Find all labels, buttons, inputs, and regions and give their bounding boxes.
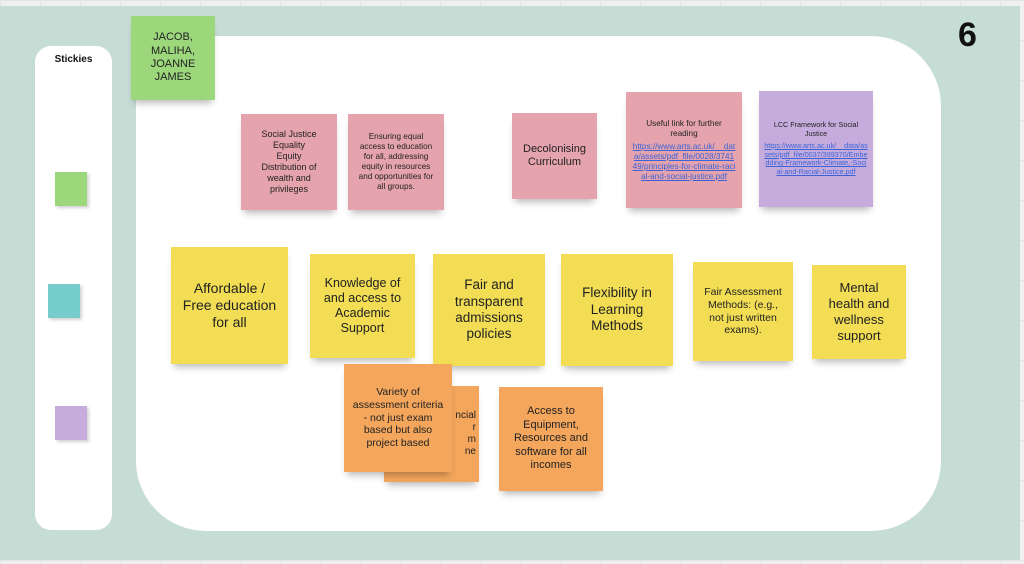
sticky-note-variety[interactable]: Variety of assessment criteria - not jus… [344, 364, 452, 472]
sticky-note-text: Social Justice Equality Equity Distribut… [261, 129, 317, 194]
sticky-note-text: Knowledge of and access to Academic Supp… [323, 275, 402, 336]
sticky-note-decolonising[interactable]: Decolonising Curriculum [512, 113, 597, 199]
frame-number: 6 [958, 16, 977, 54]
sticky-note-text: ncial r m ne [455, 409, 476, 458]
sticky-note-fair-assessment[interactable]: Fair Assessment Methods: (e.g., not just… [693, 262, 793, 361]
sticky-note-text: Variety of assessment criteria - not jus… [352, 386, 444, 450]
sticky-note-knowledge[interactable]: Knowledge of and access to Academic Supp… [310, 254, 415, 358]
sticky-note-text: Fair Assessment Methods: (e.g., not just… [704, 285, 782, 337]
sticky-note-text: Access to Equipment, Resources and softw… [514, 405, 588, 472]
sticky-note-mental-health[interactable]: Mental health and wellness support [812, 265, 906, 359]
sticky-note-equipment[interactable]: Access to Equipment, Resources and softw… [499, 387, 603, 491]
sticky-note-text: Fair and transparent admissions policies [454, 277, 524, 342]
sticky-note-text: Decolonising Curriculum [523, 142, 586, 168]
sticky-note-useful-link[interactable]: Useful link for further reading https://… [626, 92, 742, 208]
sticky-note-text: Ensuring equal access to education for a… [358, 132, 434, 191]
sticky-note-text: LCC Framework for Social Justice [773, 120, 859, 138]
sticky-note-text: JACOB, MALIHA, JOANNE JAMES [150, 31, 196, 84]
sticky-note-equal-access[interactable]: Ensuring equal access to education for a… [348, 114, 444, 210]
stickies-palette: Stickies [35, 46, 112, 530]
lcc-framework-link[interactable]: https://www.arts.ac.uk/__data/assets/pdf… [764, 140, 868, 177]
teal-sticky-swatch[interactable] [48, 284, 80, 318]
sticky-note-text: Useful link for further reading [646, 118, 722, 138]
further-reading-link[interactable]: https://www.arts.ac.uk/__data/assets/pdf… [632, 141, 736, 181]
sticky-note-lcc-framework[interactable]: LCC Framework for Social Justice https:/… [759, 91, 873, 207]
green-sticky-swatch[interactable] [55, 172, 87, 206]
sticky-note-flexibility[interactable]: Flexibility in Learning Methods [561, 254, 673, 366]
sticky-note-text: Flexibility in Learning Methods [582, 285, 652, 334]
sticky-note-text: Affordable / Free education for all [182, 279, 277, 331]
sticky-note-admissions[interactable]: Fair and transparent admissions policies [433, 254, 545, 366]
purple-sticky-swatch[interactable] [55, 406, 87, 440]
sticky-note-social-justice[interactable]: Social Justice Equality Equity Distribut… [241, 114, 337, 210]
stickies-title: Stickies [54, 54, 93, 65]
sticky-note-affordable[interactable]: Affordable / Free education for all [171, 247, 288, 364]
sticky-note-names[interactable]: JACOB, MALIHA, JOANNE JAMES [131, 16, 215, 100]
sticky-note-text: Mental health and wellness support [828, 280, 890, 343]
